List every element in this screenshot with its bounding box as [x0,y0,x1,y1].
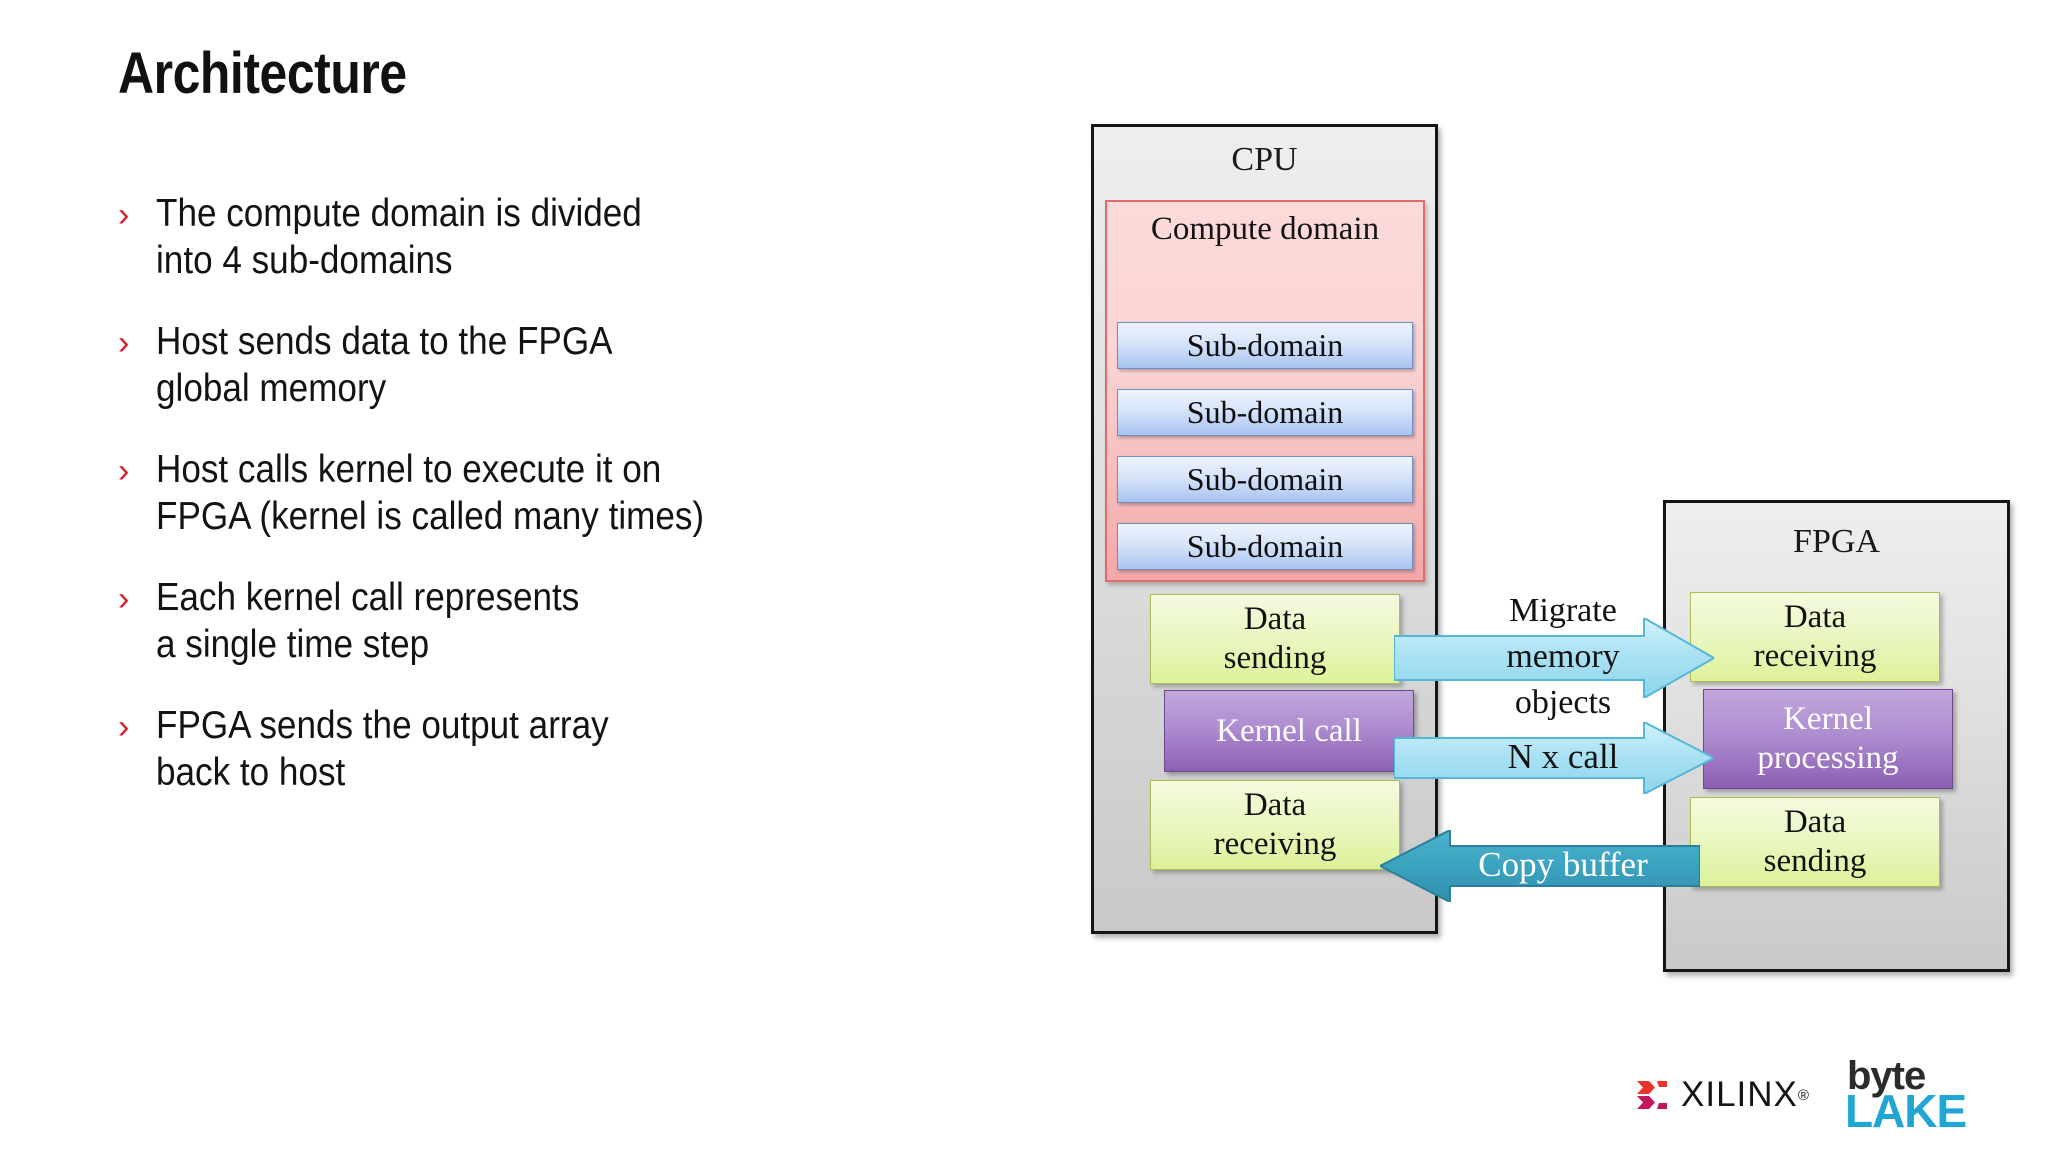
copy-buffer-arrow [1380,830,1700,902]
list-item: › Each kernel call represents a single t… [118,574,998,668]
subdomain-box-4: Sub-domain [1117,523,1413,570]
compute-domain-label: Compute domain [1150,211,1380,247]
xilinx-wordmark: XILINX [1681,1075,1798,1114]
bytelake-logo: byte LAKE [1844,1053,1967,1137]
cpu-data-sending-box: Data sending [1150,594,1400,684]
chevron-right-icon: › [118,324,130,362]
xilinx-mark-icon [1637,1081,1667,1109]
chevron-right-icon: › [118,708,130,746]
bullet-list: › The compute domain is divided into 4 s… [118,190,998,830]
subdomain-box-2: Sub-domain [1117,389,1413,436]
migrate-memory-objects-label: Migrate memory objects [1506,592,1620,721]
migrate-memory-objects-arrow [1394,618,1714,698]
fpga-title: FPGA [1793,523,1880,560]
xilinx-registered-mark: ® [1797,1086,1809,1104]
list-item-text: Each kernel call represents a single tim… [156,576,580,666]
fpga-data-receiving-box: Data receiving [1690,592,1940,682]
cpu-data-receiving-box: Data receiving [1150,780,1400,870]
subdomain-box-1: Sub-domain [1117,322,1413,369]
bytelake-top-word: byte [1846,1053,1926,1098]
fpga-data-sending-box: Data sending [1690,797,1940,887]
cpu-kernel-call-box: Kernel call [1164,690,1414,772]
cpu-title: CPU [1231,141,1298,178]
n-x-call-arrow [1394,722,1714,794]
copy-buffer-label: Copy buffer [1478,845,1648,884]
list-item-text: Host sends data to the FPGA global memor… [156,320,613,410]
list-item-text: Host calls kernel to execute it on FPGA … [156,448,705,538]
list-item-text: FPGA sends the output array back to host [156,704,609,794]
list-item-text: The compute domain is divided into 4 sub… [156,192,642,282]
list-item: › Host calls kernel to execute it on FPG… [118,446,998,540]
list-item: › Host sends data to the FPGA global mem… [118,318,998,412]
chevron-right-icon: › [118,580,130,618]
page-title: Architecture [118,41,407,106]
fpga-kernel-processing-box: Kernel processing [1703,689,1953,789]
bytelake-bottom-word: LAKE [1844,1084,1967,1137]
list-item: › FPGA sends the output array back to ho… [118,702,998,796]
chevron-right-icon: › [118,196,130,234]
subdomain-box-3: Sub-domain [1117,456,1413,503]
list-item: › The compute domain is divided into 4 s… [118,190,998,284]
n-x-call-label: N x call [1507,737,1619,776]
logo-bar: XILINX ® byte LAKE [1635,1053,1967,1137]
chevron-right-icon: › [118,452,130,490]
architecture-diagram: CPU Compute domain Sub-domain Sub-domain… [1091,124,2010,972]
xilinx-logo: XILINX ® [1635,1075,1809,1115]
